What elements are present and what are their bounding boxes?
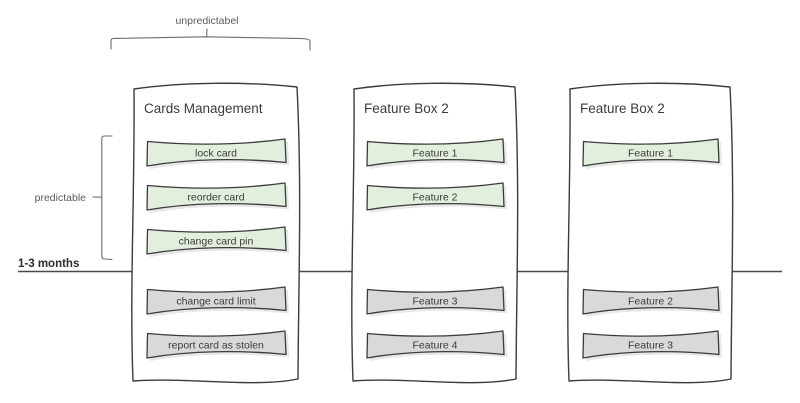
predictable-bracket bbox=[92, 135, 113, 260]
chip-label: Feature 2 bbox=[628, 296, 673, 308]
feature-chip[interactable]: Feature 3 bbox=[366, 286, 507, 317]
column-title: Feature Box 2 bbox=[580, 101, 665, 116]
column-title: Cards Management bbox=[144, 101, 263, 116]
feature-chip[interactable]: reorder card bbox=[146, 182, 289, 213]
chip-body[interactable] bbox=[146, 286, 287, 315]
chip-label: Feature 1 bbox=[413, 148, 458, 160]
chip-label: reorder card bbox=[187, 192, 244, 204]
chip-body[interactable] bbox=[146, 182, 287, 211]
chip-body[interactable] bbox=[366, 138, 505, 167]
feature-chip[interactable]: Feature 2 bbox=[582, 286, 722, 317]
feature-column: Cards Management lock card reorder card cha… bbox=[131, 82, 301, 384]
columns-layer: Cards Management lock card reorder card cha… bbox=[131, 82, 734, 384]
unpredictable-bracket bbox=[110, 28, 311, 51]
chip-body[interactable] bbox=[366, 286, 505, 315]
timeline-marker-label: 1-3 months bbox=[18, 258, 79, 270]
chip-body[interactable] bbox=[146, 138, 287, 167]
chip-body[interactable] bbox=[146, 330, 287, 359]
predictable-label: predictable bbox=[35, 192, 87, 204]
chip-label: change card limit bbox=[176, 296, 255, 308]
feature-chip[interactable]: Feature 3 bbox=[582, 330, 722, 361]
chip-label: Feature 3 bbox=[628, 340, 673, 352]
feature-column: Feature Box 2 Feature 1 Feature 2 Feature 3… bbox=[351, 82, 519, 384]
chip-label: lock card bbox=[195, 148, 237, 160]
chip-body[interactable] bbox=[146, 226, 287, 255]
unpredictable-label: unpredictabel bbox=[175, 15, 238, 27]
feature-column: Feature Box 2 Feature 1 Feature 2 Feature 3 bbox=[567, 82, 734, 384]
chip-label: Feature 1 bbox=[628, 148, 673, 160]
feature-chip[interactable]: change card limit bbox=[146, 286, 289, 317]
chip-label: change card pin bbox=[179, 236, 254, 248]
chip-label: Feature 2 bbox=[413, 192, 458, 204]
chip-body[interactable] bbox=[366, 330, 505, 359]
feature-chip[interactable]: Feature 4 bbox=[366, 330, 507, 361]
chip-body[interactable] bbox=[366, 182, 505, 211]
chip-label: Feature 3 bbox=[413, 296, 458, 308]
chip-body[interactable] bbox=[582, 138, 720, 167]
chip-label: Feature 4 bbox=[413, 340, 458, 352]
column-title: Feature Box 2 bbox=[364, 101, 449, 116]
feature-chip[interactable]: Feature 1 bbox=[366, 138, 507, 169]
chip-label: report card as stolen bbox=[168, 340, 264, 352]
chip-body[interactable] bbox=[582, 286, 720, 315]
feature-chip[interactable]: change card pin bbox=[146, 226, 289, 257]
feature-chip[interactable]: Feature 2 bbox=[366, 182, 507, 213]
feature-chip[interactable]: Feature 1 bbox=[582, 138, 722, 169]
feature-chip[interactable]: lock card bbox=[146, 138, 289, 169]
feature-chip[interactable]: report card as stolen bbox=[146, 330, 289, 361]
chip-body[interactable] bbox=[582, 330, 720, 359]
